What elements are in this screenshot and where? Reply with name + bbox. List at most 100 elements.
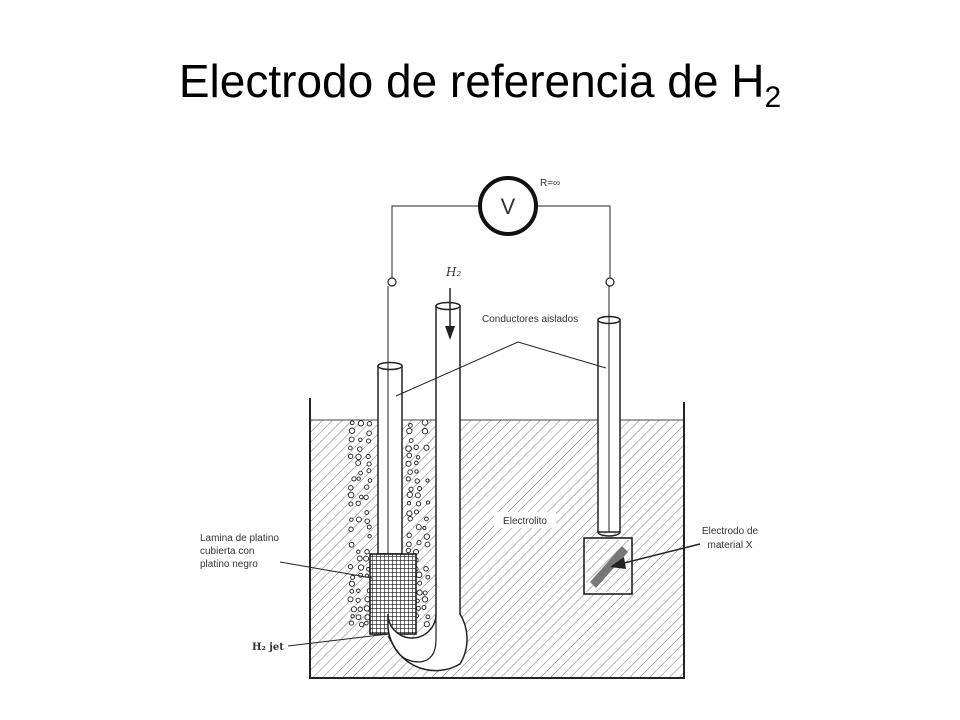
- title-subscript: 2: [764, 81, 782, 114]
- electrodo-arrow: [610, 543, 701, 569]
- slide-title: Electrodo de referencia de H2: [0, 54, 960, 115]
- bubble: [356, 588, 361, 593]
- bubble: [405, 445, 412, 452]
- bubble: [422, 525, 427, 531]
- h2-jet-label: H₂ jet: [252, 642, 284, 653]
- bubble: [348, 427, 356, 434]
- bubble: [349, 420, 355, 426]
- bubble: [363, 605, 371, 612]
- bubble: [415, 501, 422, 507]
- resistance-label: R=∞: [540, 178, 560, 189]
- bubble: [406, 427, 413, 435]
- bubble: [359, 494, 364, 500]
- conductores-leader: [395, 341, 607, 397]
- electrolito-text: Electrolito: [503, 516, 547, 527]
- bubble: [348, 580, 356, 587]
- bubble: [355, 460, 361, 466]
- bubble: [416, 589, 423, 596]
- bubble: [417, 486, 423, 491]
- bubble: [355, 453, 362, 461]
- bubble: [364, 484, 370, 490]
- voltmeter: V: [478, 176, 538, 236]
- bubble: [423, 621, 430, 628]
- bubble: [413, 509, 419, 515]
- bubble: [421, 420, 429, 426]
- bubble: [408, 423, 413, 428]
- bubble: [415, 524, 422, 531]
- bubble: [358, 621, 365, 628]
- bubble: [405, 476, 411, 482]
- bubble: [367, 534, 372, 539]
- voltmeter-symbol: V: [501, 194, 516, 219]
- lamina-label-line3: platino negro: [200, 559, 258, 570]
- bubble: [356, 555, 363, 562]
- bubble: [364, 596, 371, 603]
- bubble: [424, 541, 431, 548]
- h2-jet-leader: [287, 633, 389, 647]
- bubble: [356, 549, 361, 554]
- bubble: [415, 571, 423, 579]
- bubble: [348, 501, 354, 507]
- external-circuit: [391, 205, 611, 280]
- electrolito-label: Electrolito: [494, 512, 556, 528]
- bubble: [355, 500, 361, 506]
- bubble: [357, 420, 365, 427]
- bubble: [422, 590, 428, 596]
- bubble: [408, 486, 414, 492]
- bubble: [415, 455, 421, 460]
- bubble: [350, 614, 355, 619]
- bubble: [413, 444, 419, 450]
- bubble: [367, 478, 373, 483]
- bubble: [405, 460, 412, 467]
- bubble: [406, 532, 412, 538]
- bubble: [406, 452, 413, 459]
- bubble: [356, 476, 361, 481]
- bubble: [425, 478, 430, 483]
- bubble: [347, 596, 354, 603]
- bubble: [348, 620, 354, 626]
- bubble: [425, 574, 431, 580]
- beaker: [309, 398, 685, 679]
- bubble: [366, 468, 372, 474]
- bubble: [408, 438, 414, 443]
- electrodo-label-line1: Electrodo de: [702, 526, 759, 537]
- bubble: [363, 555, 370, 562]
- bubble: [348, 485, 354, 491]
- bubble: [406, 541, 412, 548]
- bubble: [421, 604, 427, 610]
- bubble: [421, 596, 429, 603]
- bubble: [350, 606, 357, 613]
- bubble: [424, 516, 429, 522]
- bubble: [364, 518, 370, 524]
- bubble: [357, 564, 365, 571]
- bubble: [415, 605, 421, 611]
- left-insulated-tube: [377, 286, 403, 555]
- bubble: [406, 510, 413, 517]
- bubble: [414, 478, 420, 484]
- bubble: [347, 491, 355, 499]
- bubble: [421, 428, 429, 435]
- bubble: [363, 494, 369, 501]
- bubble: [414, 492, 421, 499]
- bubble: [358, 470, 363, 476]
- right-insulated-tube: [597, 286, 621, 537]
- bubble: [417, 580, 423, 586]
- hydrogen-flow-arrow: [445, 288, 455, 340]
- bubble: [423, 533, 430, 540]
- lamina-leader: [279, 561, 373, 579]
- bubble: [366, 524, 372, 530]
- electrodo-label-line2: material X: [707, 540, 752, 551]
- bubble: [406, 491, 413, 498]
- bubble: [416, 540, 422, 546]
- conductores-aislados-label: Conductores aislados: [482, 314, 578, 325]
- bubble: [405, 547, 412, 554]
- bubble: [357, 446, 363, 452]
- bubble: [357, 606, 363, 612]
- bubble: [423, 444, 430, 451]
- lamina-label-line2: cubierta con: [200, 546, 254, 557]
- bubble: [366, 430, 372, 436]
- bubble: [355, 597, 361, 603]
- bubble: [414, 460, 419, 466]
- bubble: [347, 453, 354, 459]
